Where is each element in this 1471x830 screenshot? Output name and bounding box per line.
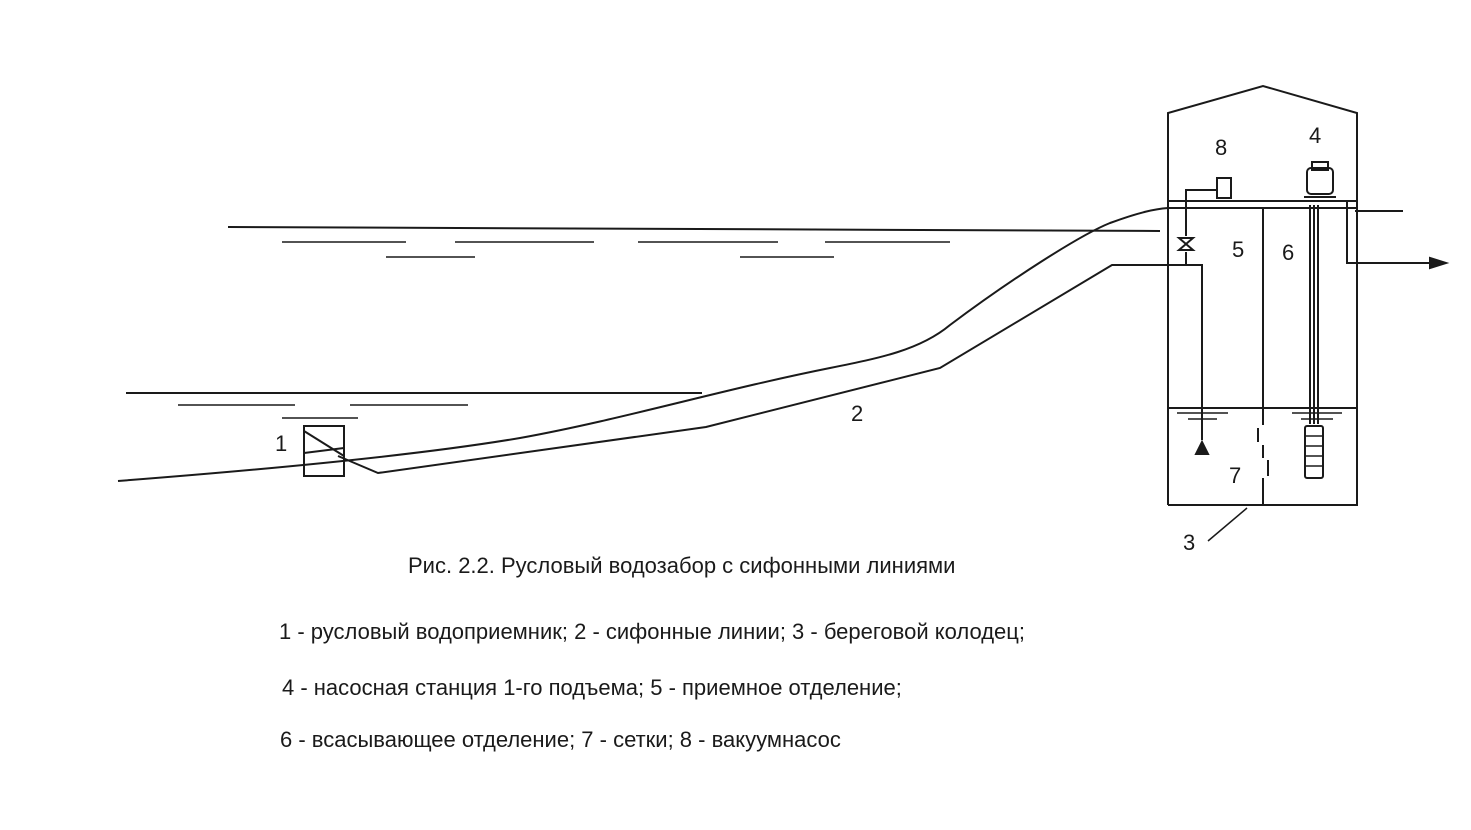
label-3: 3 [1183,530,1195,555]
figure-caption: Рис. 2.2. Русловый водозабор с сифонными… [408,553,956,578]
discharge-arrow-icon [1429,256,1450,270]
siphon-line [337,264,1203,475]
high-water-level [227,226,1161,258]
label-8: 8 [1215,135,1227,160]
label-1: 1 [275,431,287,456]
shore-well-building [1167,84,1358,542]
vacuum-pump [1176,177,1232,265]
suction-strainer [1304,425,1324,479]
river-intake [303,425,345,477]
pump-unit [1304,161,1450,479]
low-water-level [126,392,702,419]
label-4: 4 [1309,123,1321,148]
label-6: 6 [1282,240,1294,265]
label-2: 2 [851,401,863,426]
valve-icon [1176,237,1196,251]
legend-line-3: 6 - всасывающее отделение; 7 - сетки; 8 … [280,727,841,752]
riverbank-profile [117,207,1169,482]
legend-line-1: 1 - русловый водоприемник; 2 - сифонные … [279,619,1025,644]
label-5: 5 [1232,237,1244,262]
legend-line-2: 4 - насосная станция 1-го подъема; 5 - п… [282,675,902,700]
label-7: 7 [1229,463,1241,488]
siphon-outlet [1194,439,1210,455]
